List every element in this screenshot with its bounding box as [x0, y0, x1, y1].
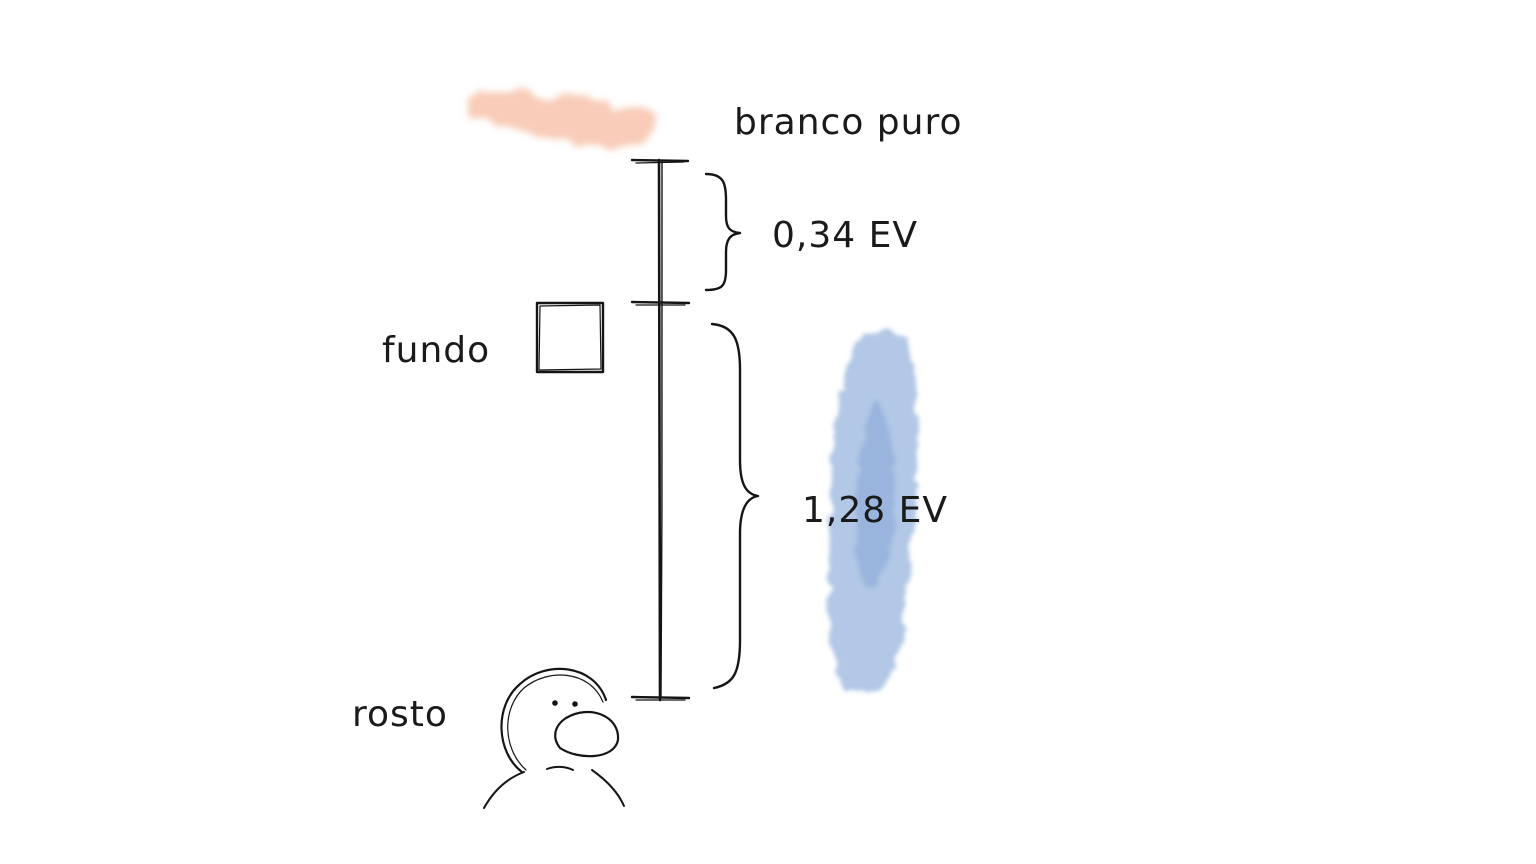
face-icon [483, 667, 625, 809]
interval-upper-value: 0,34 EV [772, 215, 918, 256]
scale-axis [630, 158, 691, 702]
brace-upper [704, 172, 742, 292]
label-rosto: rosto [352, 694, 448, 735]
tick-top [630, 158, 690, 163]
label-fundo: fundo [382, 330, 490, 371]
blue-wash [829, 329, 918, 695]
tick-bottom [630, 695, 691, 700]
label-branco-puro: branco puro [734, 102, 963, 143]
square-icon [535, 301, 605, 374]
orange-wash [468, 92, 658, 147]
tick-middle [630, 300, 691, 305]
interval-lower-value: 1,28 EV [802, 490, 948, 531]
brace-lower [710, 322, 760, 690]
